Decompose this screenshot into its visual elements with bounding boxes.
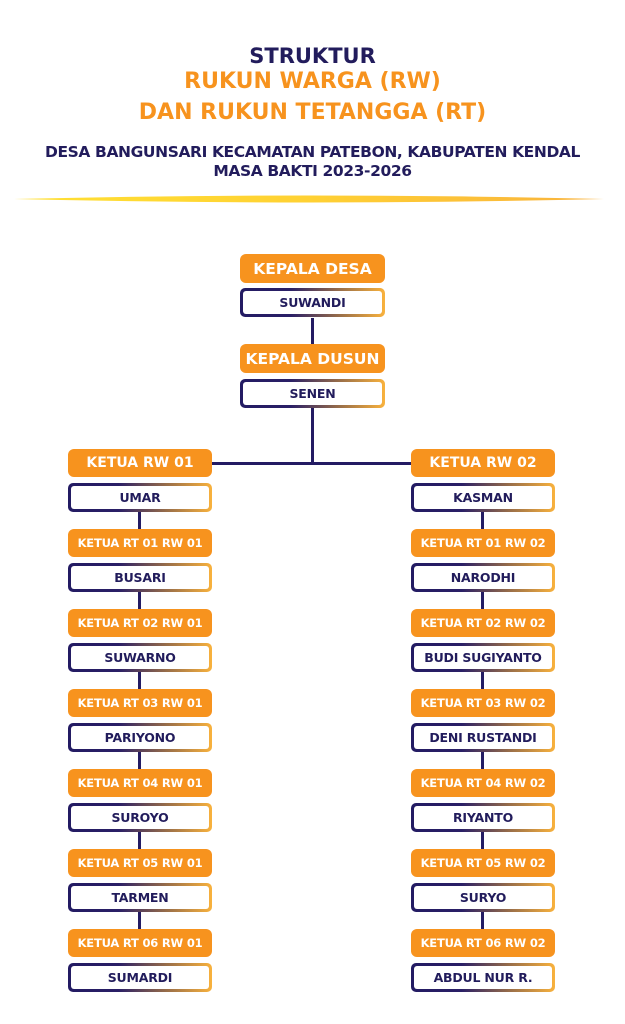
name-box-kepala-dusun: SENEN bbox=[240, 379, 385, 408]
role-ketua-rt: KETUA RT 03 RW 01 bbox=[68, 689, 212, 717]
role-ketua-rt: KETUA RT 03 RW 02 bbox=[411, 689, 555, 717]
role-ketua-rt: KETUA RT 04 RW 02 bbox=[411, 769, 555, 797]
name-box-ketua-rt: SUWARNO bbox=[68, 643, 212, 672]
name-ketua-rt: SURYO bbox=[414, 886, 552, 909]
title-rukun-warga: RUKUN WARGA (RW) bbox=[184, 69, 441, 94]
name-box-ketua-rt: PARIYONO bbox=[68, 723, 212, 752]
connector-rt bbox=[138, 752, 141, 770]
name-box-ketua-rt: NARODHI bbox=[411, 563, 555, 592]
connector-rt bbox=[481, 832, 484, 850]
connector-desa-dusun bbox=[311, 318, 314, 345]
connector-rt bbox=[481, 592, 484, 610]
connector-rt bbox=[138, 512, 141, 530]
name-ketua-rt: RIYANTO bbox=[414, 806, 552, 829]
name-box-ketua-rt: BUSARI bbox=[68, 563, 212, 592]
role-ketua-rt: KETUA RT 01 RW 01 bbox=[68, 529, 212, 557]
name-box-ketua-rt: SUROYO bbox=[68, 803, 212, 832]
name-box-ketua-rt: TARMEN bbox=[68, 883, 212, 912]
name-box-ketua-rt: ABDUL NUR R. bbox=[411, 963, 555, 992]
name-ketua-rt: DENI RUSTANDI bbox=[414, 726, 552, 749]
role-ketua-rt: KETUA RT 06 RW 01 bbox=[68, 929, 212, 957]
title-rukun-tetangga: DAN RUKUN TETANGGA (RT) bbox=[138, 100, 487, 125]
connector-dusun-rw bbox=[311, 408, 314, 465]
name-ketua-rt: SUROYO bbox=[71, 806, 209, 829]
name-ketua-rt: SUMARDI bbox=[71, 966, 209, 989]
name-box-ketua-rt: SUMARDI bbox=[68, 963, 212, 992]
name-box-ketua-rw: UMAR bbox=[68, 483, 212, 512]
role-ketua-rt: KETUA RT 05 RW 01 bbox=[68, 849, 212, 877]
role-ketua-rt: KETUA RT 01 RW 02 bbox=[411, 529, 555, 557]
name-ketua-rt: SUWARNO bbox=[71, 646, 209, 669]
name-ketua-rw: KASMAN bbox=[414, 486, 552, 509]
name-box-ketua-rt: RIYANTO bbox=[411, 803, 555, 832]
name-ketua-rt: BUSARI bbox=[71, 566, 209, 589]
connector-rt bbox=[481, 752, 484, 770]
connector-rt bbox=[138, 912, 141, 930]
name-kepala-desa: SUWANDI bbox=[243, 291, 382, 314]
role-kepala-desa: KEPALA DESA bbox=[240, 254, 385, 283]
header-divider bbox=[14, 195, 604, 203]
role-ketua-rw: KETUA RW 01 bbox=[68, 449, 212, 477]
role-ketua-rw: KETUA RW 02 bbox=[411, 449, 555, 477]
role-ketua-rt: KETUA RT 05 RW 02 bbox=[411, 849, 555, 877]
name-box-ketua-rt: DENI RUSTANDI bbox=[411, 723, 555, 752]
connector-rt bbox=[481, 912, 484, 930]
role-ketua-rt: KETUA RT 02 RW 02 bbox=[411, 609, 555, 637]
name-ketua-rt: NARODHI bbox=[414, 566, 552, 589]
connector-rw-horizontal bbox=[212, 462, 411, 465]
name-ketua-rt: BUDI SUGIYANTO bbox=[414, 646, 552, 669]
title-struktur: STRUKTUR bbox=[249, 44, 376, 68]
name-ketua-rt: TARMEN bbox=[71, 886, 209, 909]
role-ketua-rt: KETUA RT 02 RW 01 bbox=[68, 609, 212, 637]
name-ketua-rt: PARIYONO bbox=[71, 726, 209, 749]
role-kepala-dusun: KEPALA DUSUN bbox=[240, 344, 385, 373]
name-ketua-rt: ABDUL NUR R. bbox=[414, 966, 552, 989]
subtitle-location: DESA BANGUNSARI KECAMATAN PATEBON, KABUP… bbox=[45, 143, 580, 161]
connector-rt bbox=[138, 832, 141, 850]
name-box-ketua-rw: KASMAN bbox=[411, 483, 555, 512]
name-box-ketua-rt: SURYO bbox=[411, 883, 555, 912]
connector-rt bbox=[138, 672, 141, 690]
name-kepala-dusun: SENEN bbox=[243, 382, 382, 405]
name-box-ketua-rt: BUDI SUGIYANTO bbox=[411, 643, 555, 672]
role-ketua-rt: KETUA RT 04 RW 01 bbox=[68, 769, 212, 797]
name-box-kepala-desa: SUWANDI bbox=[240, 288, 385, 317]
role-ketua-rt: KETUA RT 06 RW 02 bbox=[411, 929, 555, 957]
subtitle-period: MASA BAKTI 2023-2026 bbox=[213, 162, 412, 180]
name-ketua-rw: UMAR bbox=[71, 486, 209, 509]
connector-rt bbox=[481, 672, 484, 690]
connector-rt bbox=[138, 592, 141, 610]
connector-rt bbox=[481, 512, 484, 530]
